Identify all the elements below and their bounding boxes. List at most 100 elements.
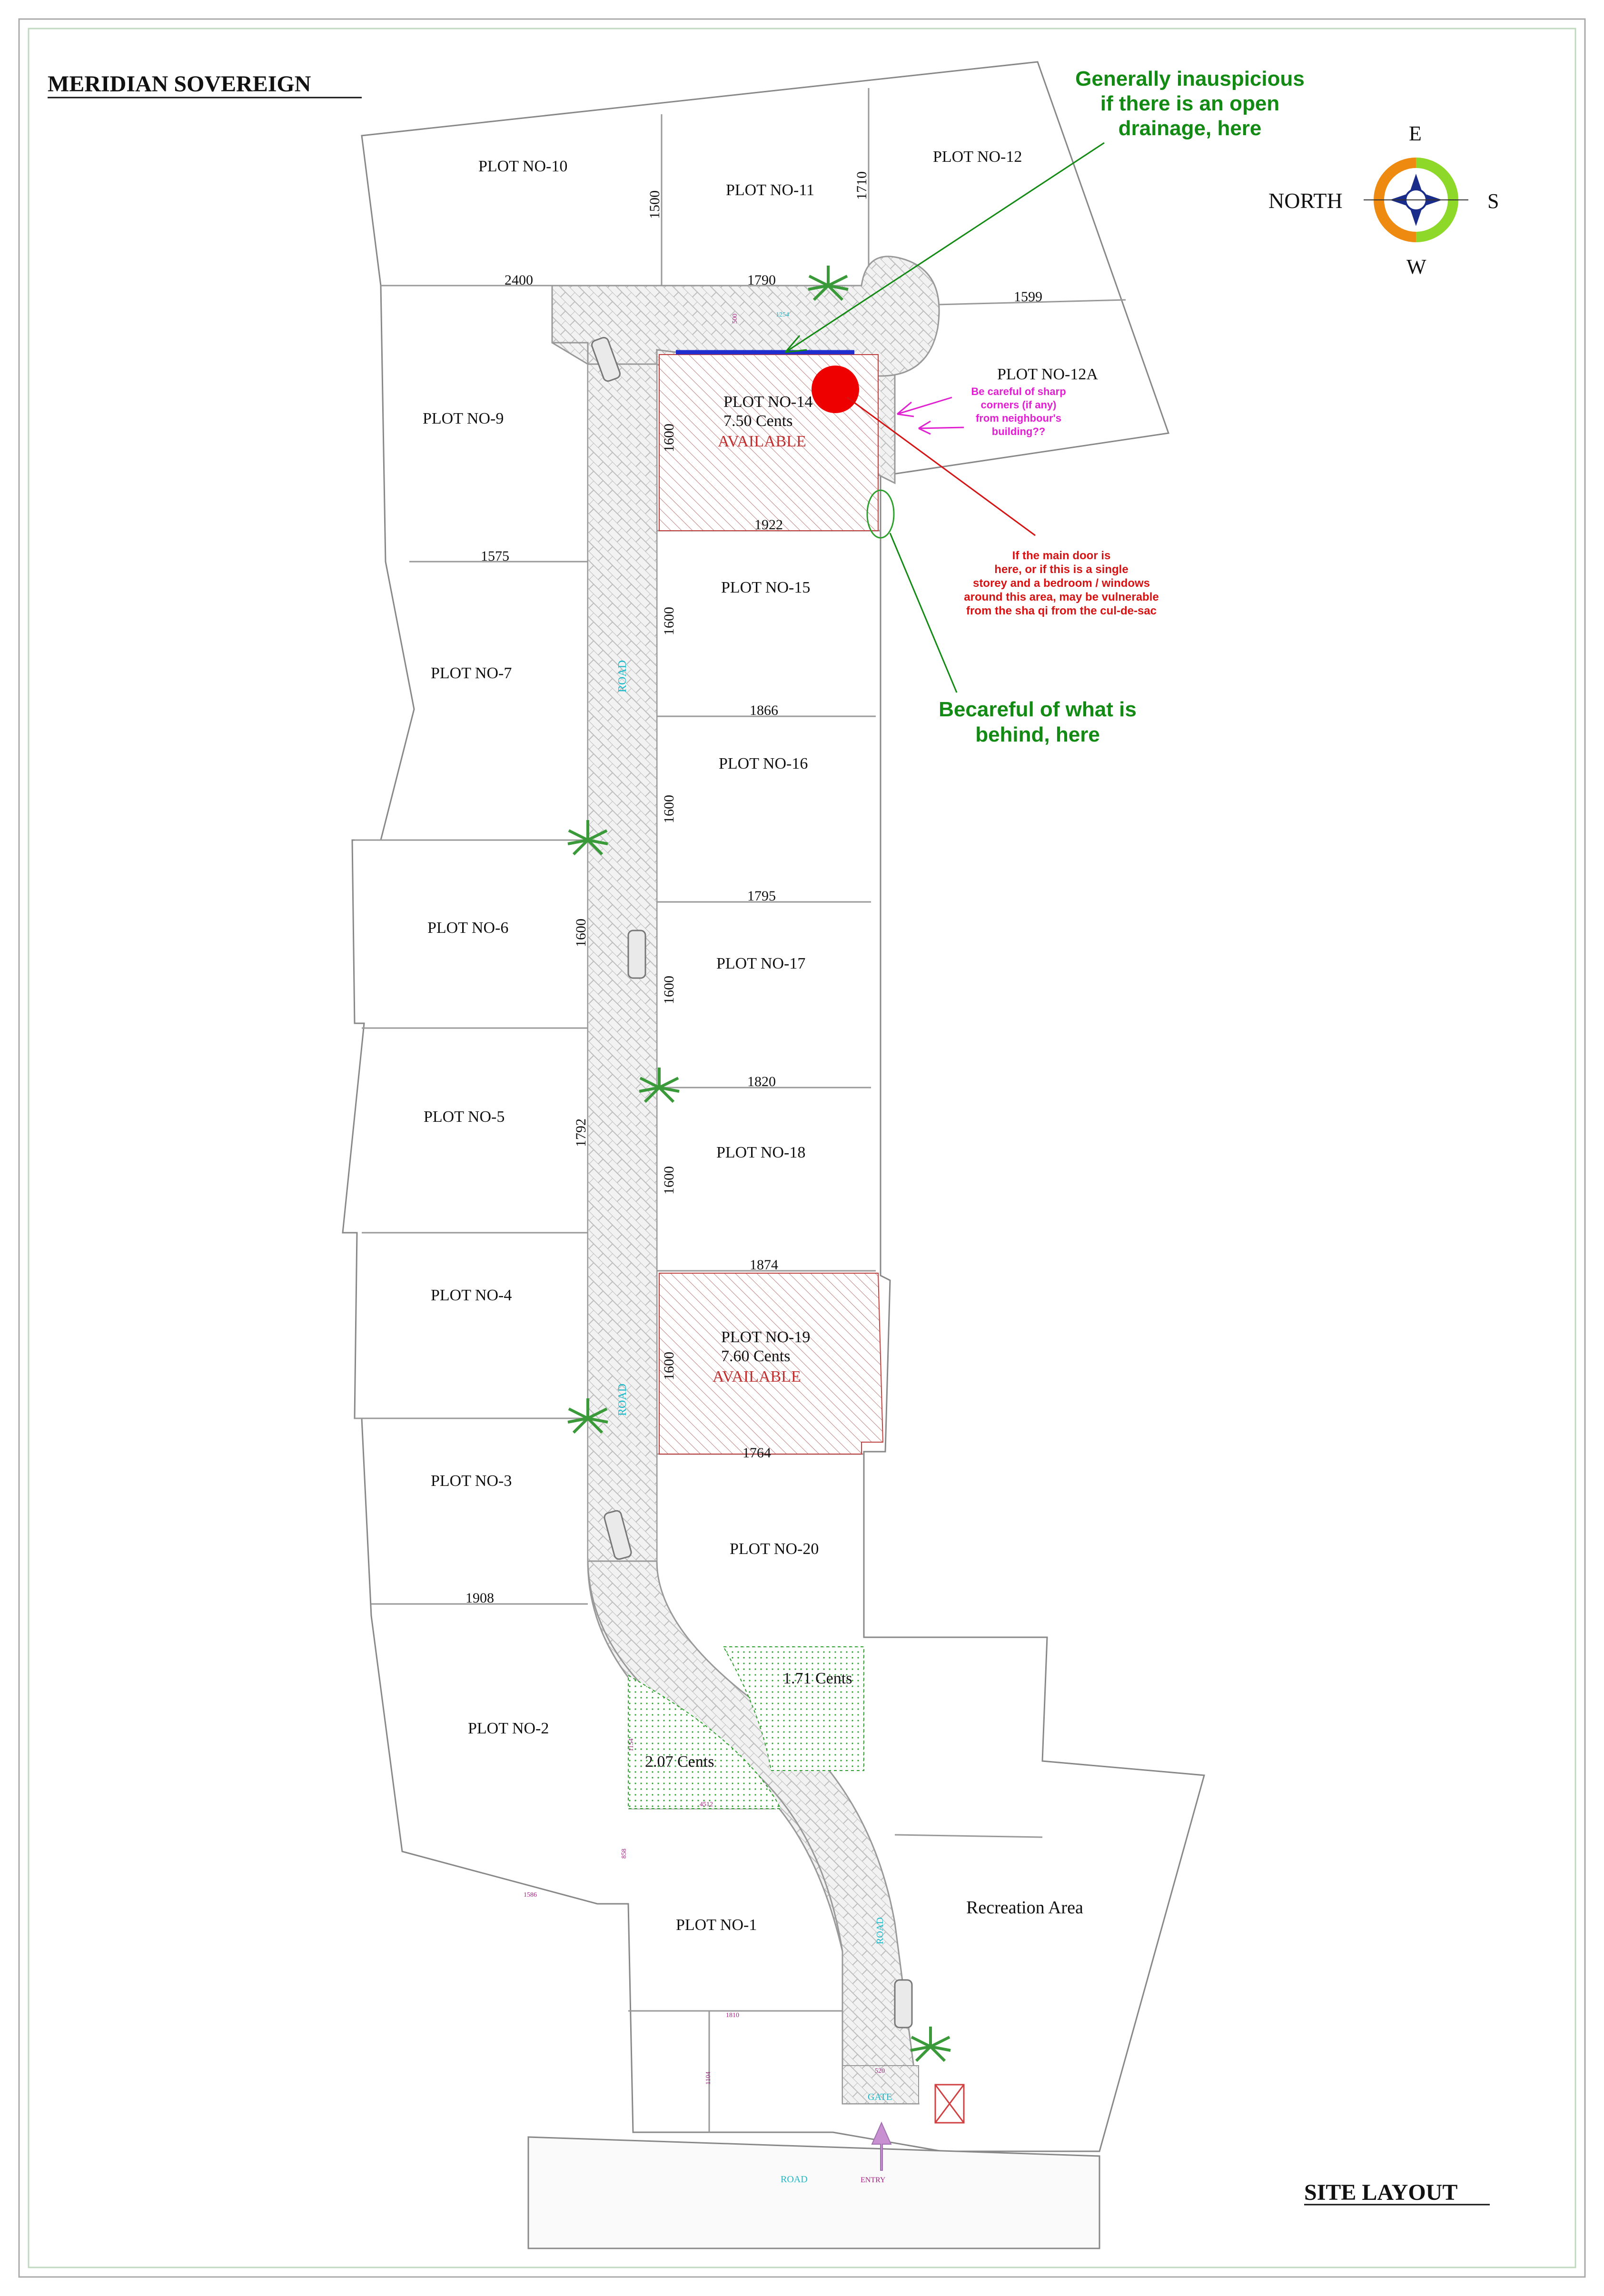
cul-de-sac — [551, 256, 940, 377]
public-road — [527, 2136, 1100, 2249]
dim-1820: 1820 — [747, 1074, 776, 1089]
recreation-area-label: Recreation Area — [966, 1898, 1083, 1918]
gate-label: GATE — [868, 2092, 892, 2102]
project-title: MERIDIAN SOVEREIGN — [48, 71, 311, 97]
plot-1-label: PLOT NO-1 — [676, 1916, 757, 1934]
dim-1586: 1586 — [524, 1891, 537, 1899]
compass-s-label: S — [1487, 189, 1499, 213]
dim-520: 520 — [875, 2068, 885, 2075]
behind-pointer — [889, 533, 958, 693]
door-pointer — [847, 396, 1036, 536]
plot-11-label: PLOT NO-11 — [726, 181, 814, 199]
entry-label: ENTRY — [861, 2176, 886, 2184]
plot-9-label: PLOT NO-9 — [423, 410, 504, 427]
sharp-arrow-2 — [918, 420, 964, 435]
svg-text:Generally inauspicious: Generally inauspicious — [1075, 67, 1305, 90]
dim-1600-p19: 1600 — [661, 1352, 677, 1380]
plot-3-label: PLOT NO-3 — [431, 1472, 512, 1490]
drainage-note: Generally inauspicious if there is an op… — [1075, 67, 1305, 140]
dim-1599: 1599 — [1014, 289, 1042, 305]
svg-text:If the main door is: If the main door is — [1012, 549, 1111, 562]
tree-icons — [567, 266, 951, 2062]
plot-15-label: PLOT NO-15 — [721, 579, 810, 596]
dim-1600-p17: 1600 — [661, 976, 677, 1004]
svg-text:drainage, here: drainage, here — [1119, 117, 1262, 140]
dim-1600-p15: 1600 — [661, 607, 677, 635]
dim-1764: 1764 — [743, 1445, 771, 1461]
plot-12-label: PLOT NO-12 — [933, 148, 1022, 166]
dim-1600-p14: 1600 — [661, 424, 677, 452]
plot-17-label: PLOT NO-17 — [716, 955, 805, 972]
dim-1104: 1104 — [705, 2072, 712, 2085]
dim-1575: 1575 — [481, 548, 509, 564]
behind-note: Becareful of what is behind, here — [939, 698, 1137, 746]
compass-north-label: NORTH — [1268, 188, 1343, 213]
plot-16-label: PLOT NO-16 — [719, 755, 808, 772]
entry-arrow-icon — [871, 2121, 892, 2171]
site-layout-title: SITE LAYOUT — [1304, 2180, 1457, 2205]
green-area-2-label: 2.07 Cents — [645, 1753, 714, 1771]
dim-1154: 1154 — [628, 1739, 635, 1752]
inner-border — [28, 28, 1576, 2268]
dim-1790: 1790 — [747, 272, 776, 288]
compass-icon — [1364, 158, 1468, 242]
car-icons — [591, 336, 913, 2029]
dim-2400: 2400 — [505, 272, 533, 288]
dim-858: 858 — [621, 1849, 628, 1859]
svg-text:Becareful of what is: Becareful of what is — [939, 698, 1137, 721]
road-south-curve — [587, 1560, 920, 2105]
dim-1810: 1810 — [726, 2012, 739, 2019]
dim-4512: 4512 — [700, 1801, 713, 1808]
plot-6-label: PLOT NO-6 — [427, 919, 508, 937]
plot-14-cents: 7.50 Cents — [723, 412, 792, 430]
svg-text:from the sha qi from the cul-d: from the sha qi from the cul-de-sac — [966, 604, 1157, 617]
dim-1874: 1874 — [750, 1257, 778, 1273]
svg-text:Be careful of sharp: Be careful of sharp — [971, 386, 1066, 397]
door-marker — [812, 366, 859, 413]
sharp-arrow-1 — [897, 396, 952, 417]
behind-marker — [866, 489, 895, 539]
plot-lines — [355, 88, 1126, 2132]
dim-1600-p16: 1600 — [661, 795, 677, 823]
compass-w-label: W — [1406, 255, 1426, 278]
plot-18-label: PLOT NO-18 — [716, 1144, 805, 1161]
plot-14-label: PLOT NO-14 — [723, 393, 812, 411]
dim-1792: 1792 — [573, 1118, 589, 1147]
dim-1500: 1500 — [647, 190, 663, 219]
svg-text:behind, here: behind, here — [975, 723, 1100, 746]
svg-text:storey and a bedroom / windows: storey and a bedroom / windows — [973, 577, 1150, 590]
plot-19-status: AVAILABLE — [713, 1368, 801, 1386]
site-boundary — [342, 61, 1205, 2152]
plot-19-cents: 7.60 Cents — [721, 1347, 790, 1365]
dim-1600-p6: 1600 — [573, 919, 589, 947]
green-area-2 — [628, 1674, 782, 1809]
dim-1908: 1908 — [465, 1590, 494, 1606]
plot-14-status: AVAILABLE — [718, 433, 806, 450]
compass-e-label: E — [1409, 122, 1422, 145]
dim-1922: 1922 — [754, 517, 783, 533]
plot-12a-label: PLOT NO-12A — [997, 366, 1098, 383]
plot-19-hatch — [659, 1273, 884, 1455]
plot-19-label: PLOT NO-19 — [721, 1328, 810, 1346]
road-label-public: ROAD — [781, 2174, 808, 2185]
svg-text:around this area, may be vulne: around this area, may be vulnerable — [964, 591, 1158, 604]
road-main-vertical — [587, 333, 657, 1571]
dim-1710: 1710 — [854, 171, 870, 200]
green-area-1-label: 1.71 Cents — [783, 1670, 852, 1687]
plot-20-label: PLOT NO-20 — [730, 1540, 819, 1558]
plot-7-label: PLOT NO-7 — [431, 664, 512, 682]
drainage-arrowhead — [784, 335, 807, 353]
road-label-upper: ROAD — [616, 660, 629, 693]
dim-1866: 1866 — [750, 703, 778, 718]
svg-text:if there is an open: if there is an open — [1100, 92, 1280, 115]
plot-2-label: PLOT NO-2 — [468, 1720, 549, 1737]
svg-text:building??: building?? — [992, 426, 1045, 437]
sharp-corners-note: Be careful of sharp corners (if any) fro… — [971, 386, 1066, 437]
dim-1795: 1795 — [747, 888, 776, 904]
gate-post-icon — [934, 2084, 965, 2124]
green-area-1 — [723, 1646, 864, 1771]
plot-4-label: PLOT NO-4 — [431, 1287, 512, 1304]
dim-1254: 1254 — [776, 311, 789, 318]
dim-1600-p18: 1600 — [661, 1166, 677, 1195]
